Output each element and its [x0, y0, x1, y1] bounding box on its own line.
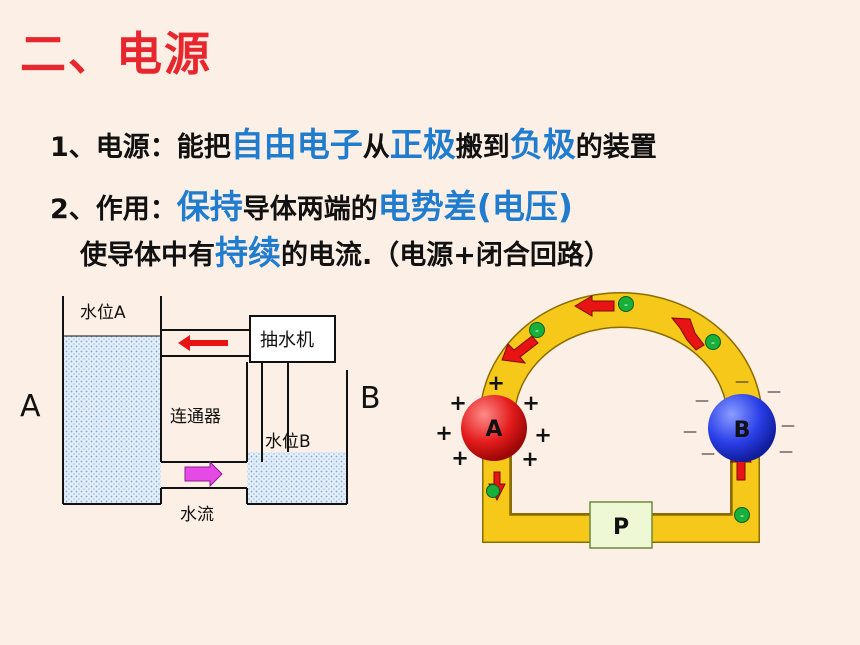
label-terminal-b: B	[734, 418, 751, 443]
highlight-text: 持续	[215, 233, 281, 272]
function-line-2: 使导体中有持续的电流.（电源+闭合回路）	[80, 226, 611, 274]
return-arrow-icon	[178, 335, 228, 351]
electron-icon	[486, 484, 500, 498]
tank-a-water	[63, 336, 161, 504]
definition-line: 1、电源：能把自由电子从正极搬到负极的装置	[50, 118, 657, 166]
text-part: 从	[362, 132, 390, 163]
text-part: 搬到	[455, 132, 510, 163]
label-p: P	[613, 515, 629, 540]
minus-sign: —	[695, 393, 709, 409]
flow-arrow-icon	[184, 460, 223, 488]
minus-sign: —	[767, 384, 781, 400]
label-flow: 水流	[180, 505, 214, 525]
current-arrow-icon	[670, 317, 705, 351]
load-box	[589, 501, 653, 549]
text-part: 使导体中有	[80, 240, 215, 271]
text-part: 导体两端的	[242, 194, 378, 225]
text-part: 的装置	[575, 132, 657, 163]
highlight-text: 正极	[389, 125, 456, 164]
label-a: A	[20, 389, 41, 424]
electron-icon: -	[529, 322, 545, 338]
electron-icon: -	[734, 507, 750, 523]
text-part: 2、作用：	[50, 194, 177, 225]
tank-b-water	[247, 452, 347, 504]
minus-sign: —	[683, 424, 697, 440]
slide-title: 二、电源	[20, 27, 212, 81]
label-b: B	[360, 381, 381, 416]
highlight-text: 保持	[176, 187, 243, 226]
label-pump: 抽水机	[260, 330, 314, 351]
electron-icon: -	[705, 334, 721, 350]
pump-box	[249, 315, 336, 363]
text-part: 的电流.（电源+闭合回路）	[281, 240, 611, 271]
electron-icon: -	[618, 296, 634, 312]
svg-text:-: -	[711, 336, 715, 349]
minus-sign: —	[701, 446, 715, 462]
minus-sign: —	[735, 374, 749, 390]
plus-sign: +	[435, 421, 453, 445]
current-arrow-icon	[574, 295, 615, 317]
label-level-a: 水位A	[80, 303, 126, 323]
plus-signs: + + + + + + +	[435, 371, 552, 471]
svg-text:-: -	[740, 509, 744, 522]
text-part: 1、电源：能把	[50, 132, 231, 163]
negative-terminal-b	[708, 394, 776, 462]
current-arrow-icon	[501, 335, 539, 364]
highlight-text: 自由电子	[230, 125, 363, 164]
highlight-text: 负极	[509, 125, 576, 164]
plus-sign: +	[449, 391, 467, 415]
minus-signs: — — — — — — —	[683, 374, 795, 462]
positive-terminal-a	[461, 395, 527, 461]
svg-text:-: -	[624, 298, 628, 311]
plus-sign: +	[451, 446, 469, 470]
label-terminal-a: A	[485, 417, 502, 442]
plus-sign: +	[534, 423, 552, 447]
highlight-text: 电势差(电压)	[377, 187, 573, 226]
water-analogy-diagram: 水位A 抽水机 A B 连通器 水位B 水流	[20, 296, 381, 525]
label-level-b: 水位B	[265, 432, 311, 452]
label-connector: 连通器	[170, 407, 221, 427]
function-line: 2、作用：保持导体两端的电势差(电压)	[50, 180, 573, 228]
svg-text:-: -	[535, 324, 539, 337]
plus-sign: +	[521, 447, 539, 471]
minus-sign: —	[781, 418, 795, 434]
circuit-diagram: P - - - - A + + + + + + + B — —	[435, 292, 795, 549]
plus-sign: +	[487, 371, 505, 395]
plus-sign: +	[522, 391, 540, 415]
minus-sign: —	[779, 444, 793, 460]
